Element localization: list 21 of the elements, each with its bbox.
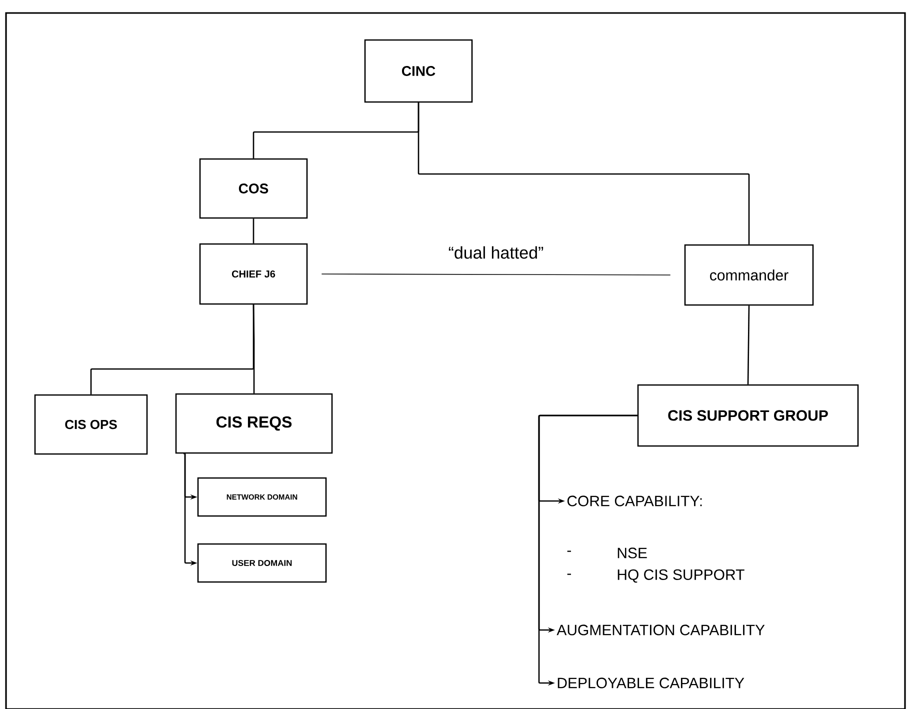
list-item-text: - bbox=[567, 574, 571, 575]
connector bbox=[321, 274, 671, 276]
list-item-text: NSE bbox=[618, 548, 647, 558]
org-box: CIS OPS bbox=[34, 394, 148, 455]
org-box: commander bbox=[684, 244, 814, 306]
org-box: CIS REQS bbox=[175, 393, 333, 454]
connector bbox=[252, 304, 255, 394]
org-box: CHIEF J6 bbox=[199, 243, 308, 305]
org-box: COS bbox=[199, 158, 308, 219]
org-box: CIS SUPPORT GROUP bbox=[637, 384, 859, 447]
list-item-text: - bbox=[567, 550, 571, 552]
connector bbox=[747, 306, 750, 384]
capability-text: AUGMENTATION CAPABILITY bbox=[556, 624, 765, 636]
org-box: USER DOMAIN bbox=[197, 543, 327, 583]
capability-text: CORE CAPABILITY: bbox=[567, 496, 702, 506]
org-box: CINC bbox=[364, 39, 473, 103]
list-item-text: HQ CIS SUPPORT bbox=[618, 569, 744, 583]
edge-label: “dual hatted” bbox=[447, 245, 545, 260]
connector bbox=[252, 218, 254, 244]
connector bbox=[418, 102, 750, 244]
capability-text: DEPLOYABLE CAPABILITY bbox=[558, 678, 744, 688]
